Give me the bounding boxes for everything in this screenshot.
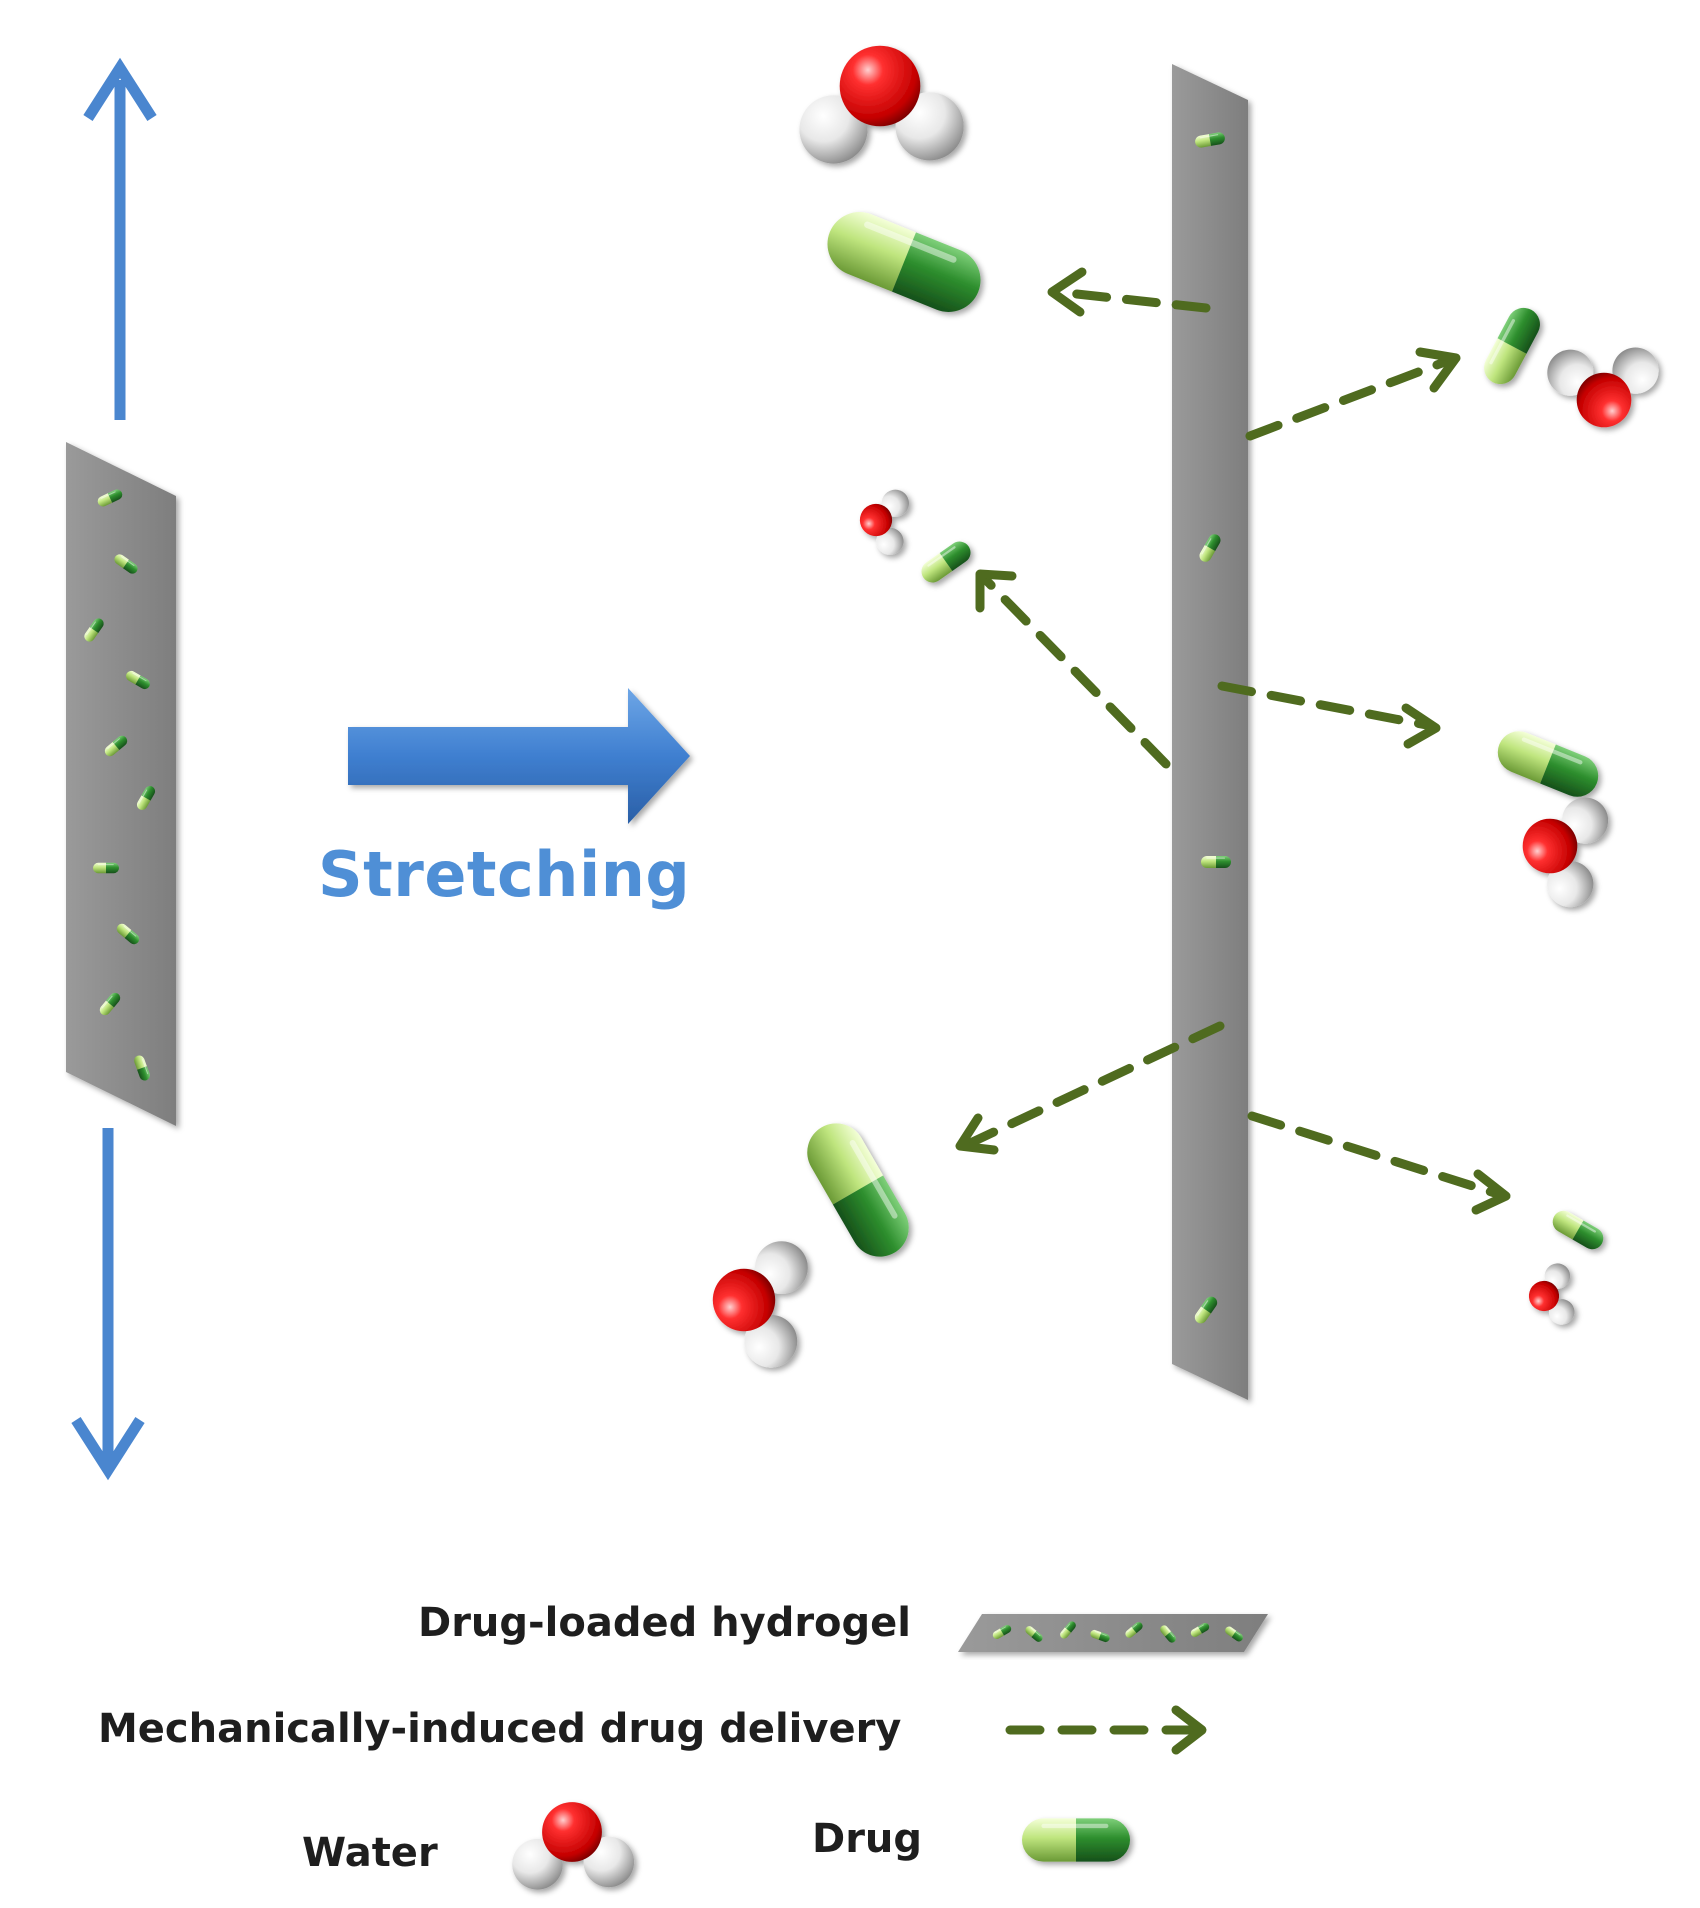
stretch-down-arrow <box>71 1128 145 1481</box>
legend-drug-label: Drug <box>812 1816 923 1862</box>
drug-capsule <box>1547 1205 1609 1255</box>
water-molecule <box>1526 1262 1576 1328</box>
delivery-arrow <box>1245 347 1461 441</box>
stretching-label: Stretching <box>318 838 691 911</box>
water-molecule <box>1547 347 1659 428</box>
water-molecule <box>702 1230 815 1372</box>
legend-delivery-arrow <box>1005 1705 1207 1755</box>
stretch-up-arrow <box>83 57 157 420</box>
drug-capsule <box>797 1113 920 1268</box>
drug-capsule <box>916 536 976 588</box>
embedded-drug-icon <box>92 862 120 874</box>
delivery-arrow <box>975 569 1171 769</box>
delivery-arrow <box>1047 267 1211 317</box>
drug-capsule <box>1476 300 1548 392</box>
water-molecule <box>799 45 964 164</box>
water-molecule <box>854 484 913 558</box>
legend-water-icon <box>512 1802 635 1890</box>
stretching-process-arrow <box>348 688 690 824</box>
delivery-arrow <box>1217 681 1441 749</box>
legend-drug-icon <box>1022 1818 1130 1861</box>
water-molecule <box>1509 784 1616 913</box>
legend-delivery-label: Mechanically-induced drug delivery <box>98 1706 902 1752</box>
drug-capsule <box>1491 725 1604 803</box>
hydrogel-slab-stretched <box>1172 64 1248 1400</box>
hydrogel-slab-relaxed <box>66 442 176 1126</box>
drug-capsule <box>818 202 990 321</box>
legend-hydrogel-label: Drug-loaded hydrogel <box>418 1600 912 1646</box>
embedded-drug-icon <box>1200 855 1232 869</box>
legend-water-label: Water <box>302 1830 438 1876</box>
delivery-arrows <box>955 267 1511 1215</box>
legend-hydrogel-swatch <box>958 1614 1268 1652</box>
delivery-arrow <box>955 1021 1225 1155</box>
delivery-arrow <box>1247 1111 1511 1215</box>
